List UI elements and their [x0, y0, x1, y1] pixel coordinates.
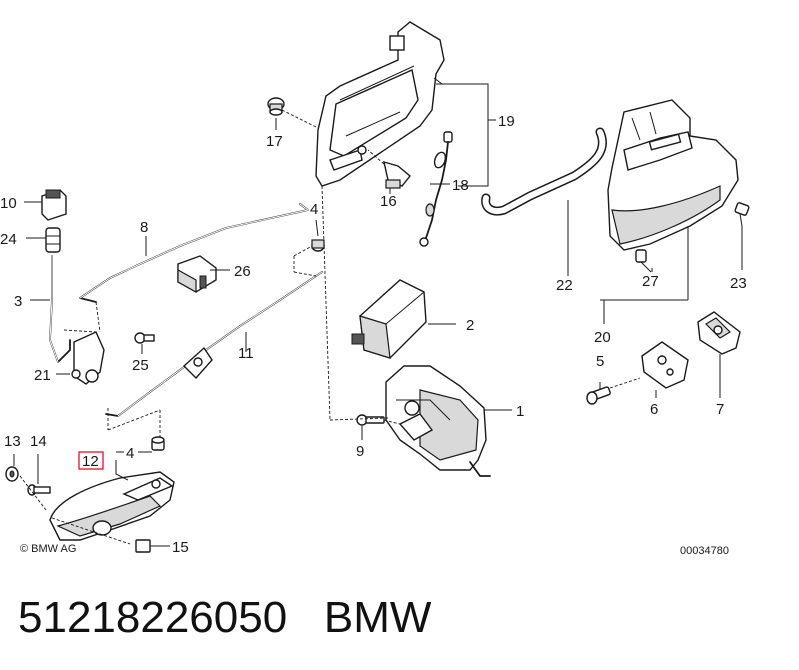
label-23: 23 — [730, 275, 747, 292]
part-21-lever — [71, 331, 105, 385]
label-14: 14 — [30, 433, 47, 450]
label-19: 19 — [498, 113, 515, 130]
part-10-knob — [41, 189, 67, 221]
part-16-clip — [367, 149, 411, 189]
part-3-rod — [49, 255, 71, 363]
part-22-gasket — [481, 127, 607, 216]
part-18-cable — [419, 131, 453, 247]
label-15: 15 — [172, 539, 189, 556]
label-10: 10 — [0, 195, 17, 212]
part-26-switch — [177, 255, 217, 294]
label-1: 1 — [516, 403, 524, 420]
parts-diagram: 19 17 16 18 22 27 23 20 2 1 9 5 6 7 8 26… — [0, 21, 750, 557]
label-8: 8 — [140, 219, 148, 236]
label-17: 17 — [266, 133, 283, 150]
assembly-guides — [19, 185, 389, 545]
label-25: 25 — [132, 357, 149, 374]
label-20: 20 — [594, 329, 611, 346]
part-8-rod — [79, 203, 310, 303]
highlight-box-12 — [78, 451, 104, 470]
part-23-screw — [734, 202, 750, 227]
part-20-outer-handle — [607, 99, 739, 251]
part-6-bracket — [641, 341, 689, 389]
brand-name: BMW — [323, 593, 432, 642]
label-16: 16 — [380, 193, 397, 210]
callout-labels: 19 17 16 18 22 27 23 20 2 1 9 5 6 7 8 26… — [0, 113, 747, 557]
part-13-washer — [5, 466, 19, 482]
label-9: 9 — [356, 443, 364, 460]
part-17-grommet — [267, 97, 319, 130]
part-11-rod — [105, 239, 325, 417]
label-22: 22 — [556, 277, 573, 294]
label-11: 11 — [238, 345, 254, 362]
part-27-screw — [635, 249, 652, 273]
part-24-sleeve — [45, 227, 61, 253]
part-caption: 51218226050 BMW — [18, 588, 788, 648]
diagram-id: 00034780 — [680, 545, 729, 557]
label-18: 18 — [452, 177, 469, 194]
copyright: © BMW AG — [20, 543, 76, 555]
label-5: 5 — [596, 353, 604, 370]
part-14-screw — [27, 484, 51, 496]
label-4-upper: 4 — [310, 201, 318, 218]
label-13: 13 — [4, 433, 21, 450]
part-19-frame-bracket — [315, 21, 445, 187]
label-26: 26 — [234, 263, 251, 280]
leader-lines — [13, 77, 743, 547]
label-27: 27 — [642, 273, 659, 290]
part-15-clip — [135, 539, 164, 553]
part-2-module — [351, 279, 427, 359]
label-12: 12 — [82, 453, 99, 470]
label-3: 3 — [14, 293, 22, 310]
part-number: 51218226050 — [18, 593, 288, 642]
label-4-lower: 4 — [126, 445, 134, 462]
label-24: 24 — [0, 231, 17, 248]
part-5-bolt — [586, 377, 641, 405]
label-2: 2 — [466, 317, 474, 334]
label-21: 21 — [34, 367, 51, 384]
part-1-door-lock — [385, 365, 491, 477]
part-4-grommet-lower — [151, 436, 165, 451]
part-7-plate — [697, 311, 741, 355]
part-12-inner-handle — [49, 471, 175, 541]
label-7: 7 — [716, 401, 724, 418]
part-25-screw — [134, 332, 155, 344]
label-6: 6 — [650, 401, 658, 418]
